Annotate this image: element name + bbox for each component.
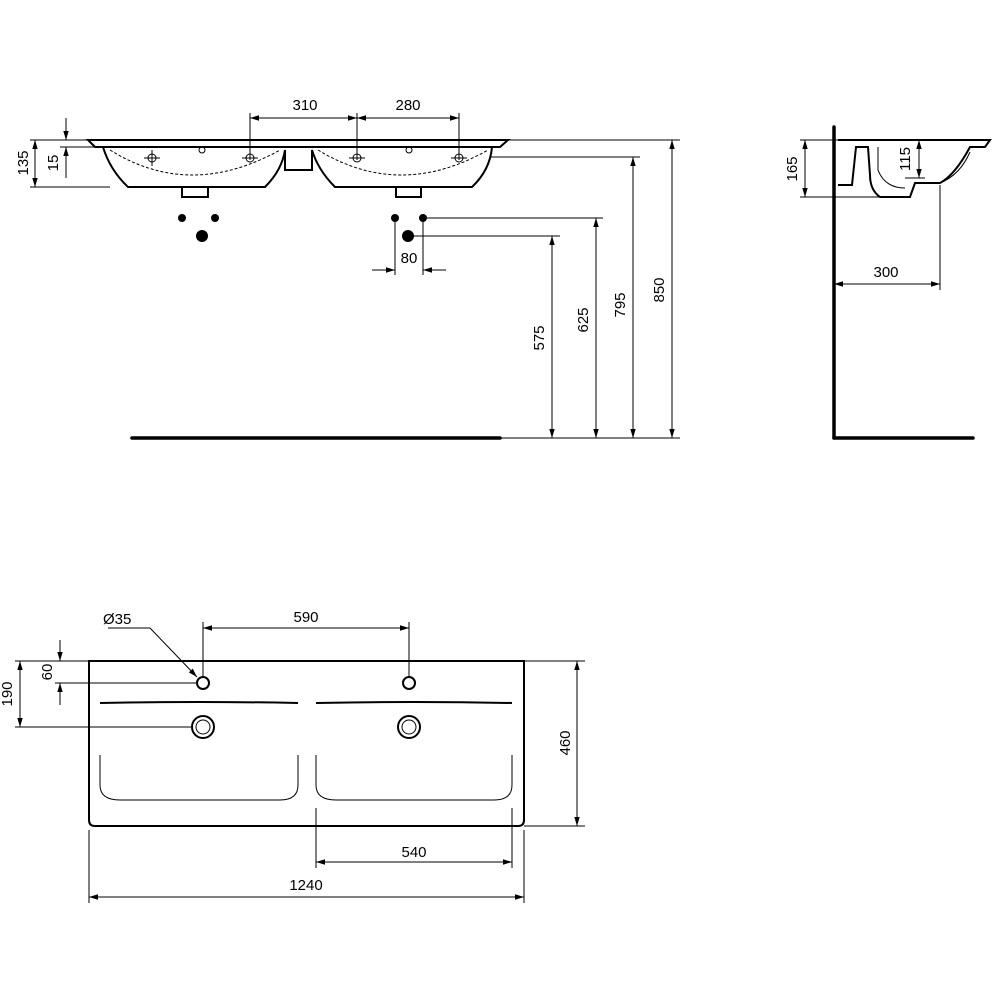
plan-view: 590 Ø35 60 190 460 540 1240 — [0, 609, 585, 903]
waste-stubs — [181, 187, 422, 198]
dim-135: 135 — [15, 150, 32, 175]
dim-280: 280 — [395, 97, 420, 114]
bowl-outlines — [99, 755, 513, 801]
dim-165: 165 — [784, 156, 801, 181]
tap-holes — [196, 676, 416, 690]
dim-625: 625 — [575, 307, 592, 332]
dim-1240: 1240 — [289, 877, 322, 894]
dim-190: 190 — [0, 681, 16, 706]
dim-540: 540 — [401, 844, 426, 861]
dim-590: 590 — [293, 609, 318, 626]
countertop-rim — [85, 139, 511, 148]
dim-300: 300 — [873, 264, 898, 281]
tap-hole-marks — [144, 146, 467, 166]
dim-310: 310 — [292, 97, 317, 114]
dim-80: 80 — [401, 250, 418, 267]
dim-60: 60 — [39, 664, 56, 681]
bowl-hidden-line — [109, 149, 489, 176]
dim-diameter-35: Ø35 — [103, 611, 131, 628]
dim-460: 460 — [557, 730, 574, 755]
side-basin-profile — [838, 139, 992, 198]
basin-outline — [88, 660, 525, 827]
dim-15: 15 — [45, 155, 62, 172]
front-view: 310 280 135 15 850 795 625 575 80 — [15, 97, 680, 440]
dim-115: 115 — [897, 147, 914, 171]
dim-850: 850 — [651, 277, 668, 302]
side-view: 165 115 300 — [784, 125, 992, 440]
waste-holes — [191, 715, 421, 739]
dim-575: 575 — [531, 325, 548, 350]
supply-points — [178, 214, 427, 242]
basin-bodies — [102, 146, 493, 188]
dim-795: 795 — [612, 292, 629, 317]
